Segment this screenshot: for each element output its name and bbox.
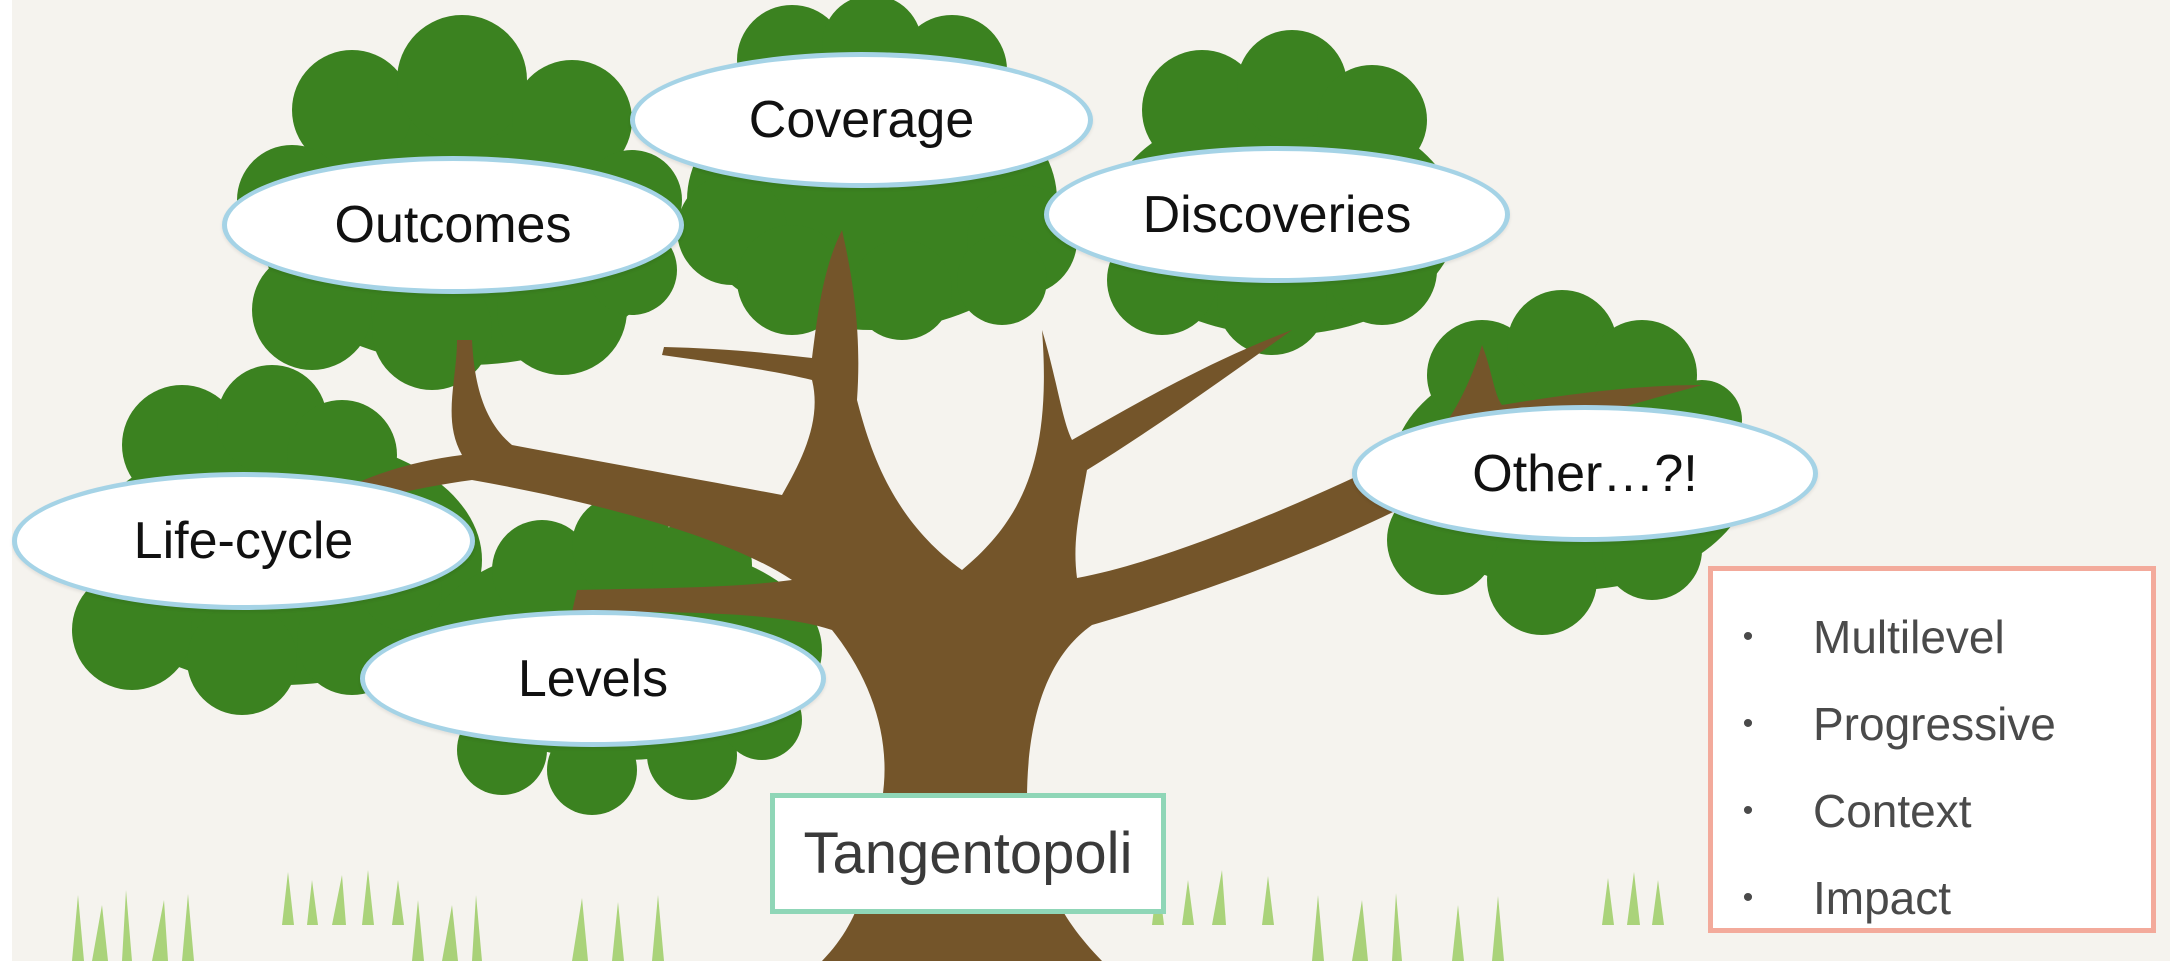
bullet-dot-icon: • bbox=[1742, 619, 1754, 653]
concept-oval-discoveries: Discoveries bbox=[1044, 146, 1510, 283]
bullet-item: •Progressive bbox=[1713, 680, 2151, 767]
bullet-list: •Multilevel •Progressive •Context •Impac… bbox=[1713, 571, 2151, 941]
bullet-item: •Impact bbox=[1713, 854, 2151, 941]
root-label: Tangentopoli bbox=[803, 821, 1133, 886]
bullet-dot-icon: • bbox=[1742, 706, 1754, 740]
concept-oval-outcomes: Outcomes bbox=[222, 156, 684, 294]
oval-label-other: Other…?! bbox=[1472, 444, 1698, 503]
grass-decoration bbox=[72, 870, 1664, 961]
bullet-item: •Multilevel bbox=[1713, 593, 2151, 680]
concept-oval-levels: Levels bbox=[360, 610, 826, 747]
bullet-item: •Context bbox=[1713, 767, 2151, 854]
oval-label-life-cycle: Life-cycle bbox=[133, 512, 354, 570]
oval-label-coverage: Coverage bbox=[748, 91, 975, 149]
root-label-box: Tangentopoli bbox=[770, 793, 1166, 914]
concept-oval-other: Other…?! bbox=[1352, 405, 1818, 542]
oval-label-outcomes: Outcomes bbox=[334, 196, 572, 254]
slide: Outcomes Coverage Discoveries Other…?! L… bbox=[12, 0, 2170, 961]
concept-oval-coverage: Coverage bbox=[630, 52, 1093, 188]
concept-oval-life-cycle: Life-cycle bbox=[12, 472, 475, 610]
bullet-list-box: •Multilevel •Progressive •Context •Impac… bbox=[1708, 566, 2156, 933]
oval-label-discoveries: Discoveries bbox=[1142, 185, 1412, 244]
oval-label-levels: Levels bbox=[517, 649, 669, 708]
bullet-dot-icon: • bbox=[1742, 880, 1754, 914]
bullet-dot-icon: • bbox=[1742, 793, 1754, 827]
